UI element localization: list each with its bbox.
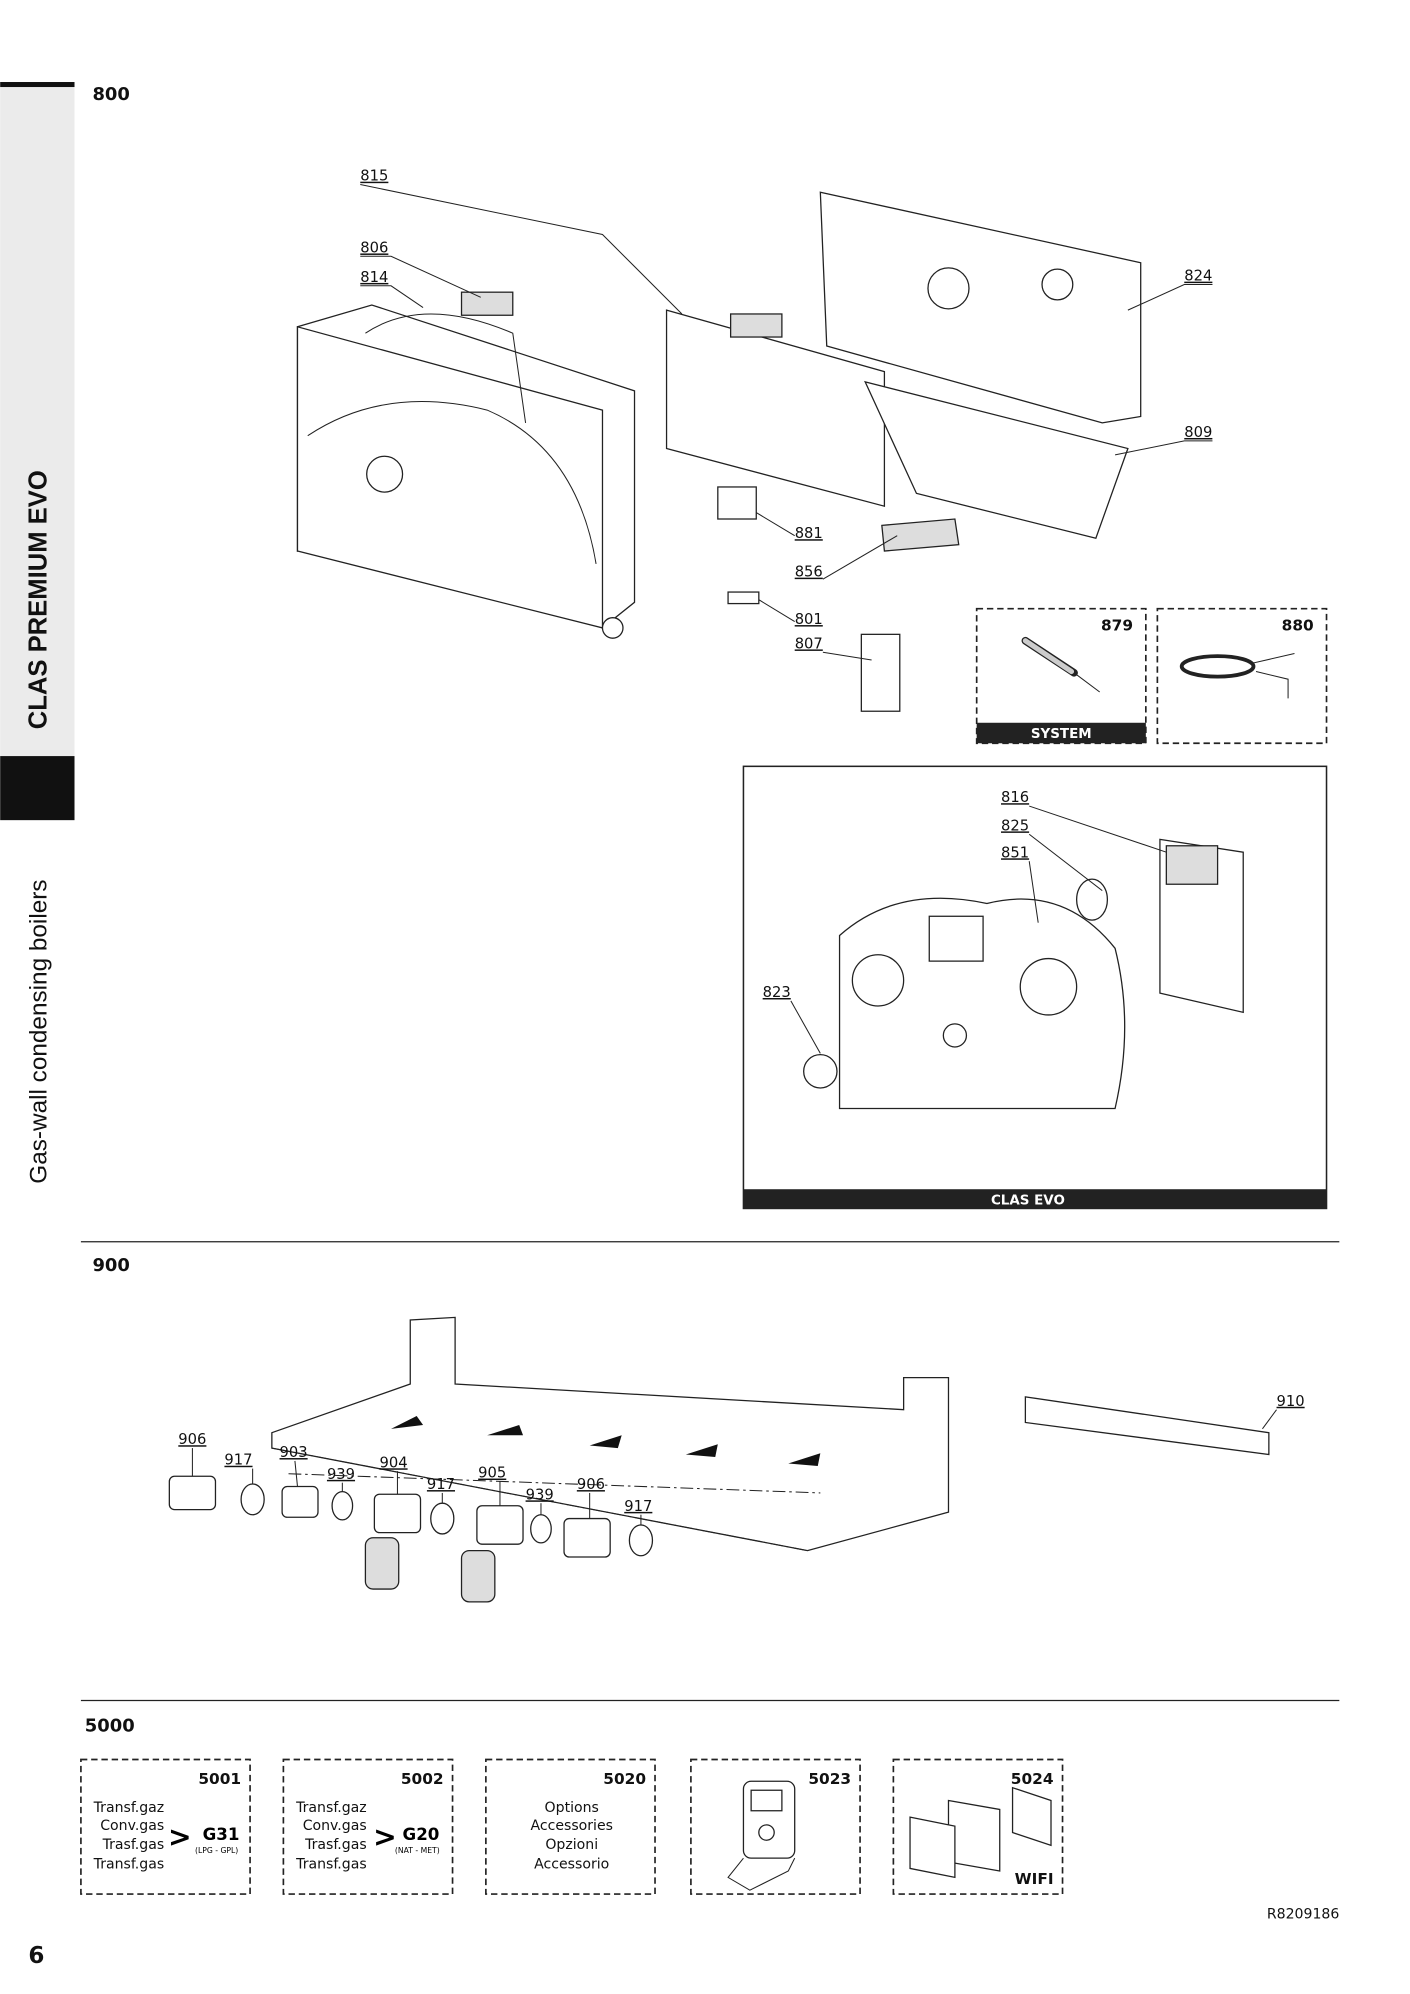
svg-text:Conv.gas: Conv.gas bbox=[100, 1818, 164, 1834]
svg-text:Transf.gas: Transf.gas bbox=[93, 1856, 165, 1872]
svg-text:816: 816 bbox=[1001, 789, 1029, 806]
section-5000-title: 5000 bbox=[85, 1715, 135, 1736]
section-800-title: 800 bbox=[92, 84, 129, 105]
kit-5001-box: 5001 Transf.gaz Conv.gas Trasf.gas Trans… bbox=[80, 1758, 251, 1895]
kit-879-box: 879 SYSTEM bbox=[975, 607, 1147, 745]
pcb-drawing bbox=[665, 309, 886, 508]
svg-text:Transf.gaz: Transf.gaz bbox=[93, 1800, 165, 1816]
svg-text:906: 906 bbox=[577, 1476, 605, 1493]
small-parts-drawing bbox=[717, 486, 960, 712]
svg-text:825: 825 bbox=[1001, 817, 1029, 834]
callouts-800: 815 806 814 824 809 881 856 801 807 bbox=[360, 168, 1213, 661]
kit-5002-box: 5002 Transf.gaz Conv.gas Trasf.gas Trans… bbox=[282, 1758, 454, 1895]
sidebar: CLAS PREMIUM EVO Gas-wall condensing boi… bbox=[0, 82, 75, 1184]
svg-text:904: 904 bbox=[380, 1454, 408, 1471]
kit-880-box: 880 bbox=[1156, 607, 1328, 745]
svg-text:917: 917 bbox=[427, 1476, 455, 1493]
svg-text:903: 903 bbox=[280, 1444, 308, 1461]
svg-text:815: 815 bbox=[360, 168, 388, 185]
svg-text:851: 851 bbox=[1001, 844, 1029, 861]
sidebar-category: Gas-wall condensing boilers bbox=[25, 879, 52, 1183]
svg-text:5002: 5002 bbox=[401, 1770, 444, 1788]
sidebar-product: CLAS PREMIUM EVO bbox=[24, 470, 52, 729]
svg-text:Opzioni: Opzioni bbox=[545, 1837, 598, 1853]
svg-text:880: 880 bbox=[1282, 616, 1314, 634]
svg-text:>: > bbox=[373, 1821, 397, 1854]
svg-text:910: 910 bbox=[1277, 1393, 1305, 1410]
kit-5024-box: 5024 WIFI bbox=[892, 1758, 1064, 1895]
svg-text:917: 917 bbox=[624, 1498, 652, 1515]
svg-text:939: 939 bbox=[327, 1466, 355, 1483]
svg-text:5023: 5023 bbox=[808, 1770, 851, 1788]
svg-text:806: 806 bbox=[360, 239, 388, 256]
svg-text:G20: G20 bbox=[403, 1825, 440, 1844]
svg-text:CLAS EVO: CLAS EVO bbox=[991, 1194, 1065, 1209]
svg-text:>: > bbox=[168, 1821, 192, 1854]
svg-text:881: 881 bbox=[795, 525, 823, 542]
doc-reference: R8209186 bbox=[1267, 1906, 1340, 1922]
svg-text:Accessories: Accessories bbox=[530, 1818, 613, 1834]
kit-5023-box: 5023 bbox=[690, 1758, 861, 1895]
svg-text:801: 801 bbox=[795, 611, 823, 628]
svg-text:Transf.gaz: Transf.gaz bbox=[295, 1800, 367, 1816]
page-number: 6 bbox=[28, 1943, 44, 1969]
svg-text:SYSTEM: SYSTEM bbox=[1031, 727, 1092, 742]
svg-text:5020: 5020 bbox=[603, 1770, 646, 1788]
svg-text:5024: 5024 bbox=[1011, 1770, 1054, 1788]
boiler-frame-drawing bbox=[296, 291, 636, 639]
svg-text:814: 814 bbox=[360, 269, 388, 286]
svg-text:WIFI: WIFI bbox=[1015, 1870, 1054, 1888]
svg-text:Options: Options bbox=[545, 1800, 599, 1816]
section-900-title: 900 bbox=[92, 1255, 129, 1276]
svg-text:917: 917 bbox=[224, 1452, 252, 1469]
svg-text:G31: G31 bbox=[203, 1825, 240, 1844]
cover-drawing bbox=[819, 191, 1142, 539]
rail-910-drawing bbox=[1024, 1396, 1270, 1456]
svg-text:Transf.gas: Transf.gas bbox=[295, 1856, 367, 1872]
svg-text:(LPG - GPL): (LPG - GPL) bbox=[195, 1846, 238, 1855]
svg-text:(NAT - MET): (NAT - MET) bbox=[395, 1846, 440, 1855]
svg-text:Trasf.gas: Trasf.gas bbox=[102, 1837, 165, 1853]
mounting-bracket-drawing bbox=[271, 1316, 950, 1552]
svg-text:879: 879 bbox=[1101, 616, 1133, 634]
svg-text:Conv.gas: Conv.gas bbox=[303, 1818, 367, 1834]
svg-text:809: 809 bbox=[1184, 424, 1212, 441]
svg-text:807: 807 bbox=[795, 635, 823, 652]
svg-text:939: 939 bbox=[526, 1486, 554, 1503]
callouts-900: 906 917 903 939 904 917 905 939 906 917 … bbox=[178, 1393, 1305, 1525]
svg-text:823: 823 bbox=[763, 984, 791, 1001]
svg-text:906: 906 bbox=[178, 1431, 206, 1448]
svg-text:905: 905 bbox=[478, 1465, 506, 1482]
svg-text:Accessorio: Accessorio bbox=[534, 1856, 609, 1872]
clas-evo-panel: 816 825 851 823 CLAS EVO bbox=[742, 765, 1328, 1210]
valves-drawing bbox=[168, 1475, 654, 1603]
svg-text:824: 824 bbox=[1184, 268, 1212, 285]
svg-text:5001: 5001 bbox=[198, 1770, 241, 1788]
svg-text:856: 856 bbox=[795, 564, 823, 581]
kit-5020-box: 5020 Options Accessories Opzioni Accesso… bbox=[485, 1758, 656, 1895]
svg-text:Trasf.gas: Trasf.gas bbox=[304, 1837, 367, 1853]
